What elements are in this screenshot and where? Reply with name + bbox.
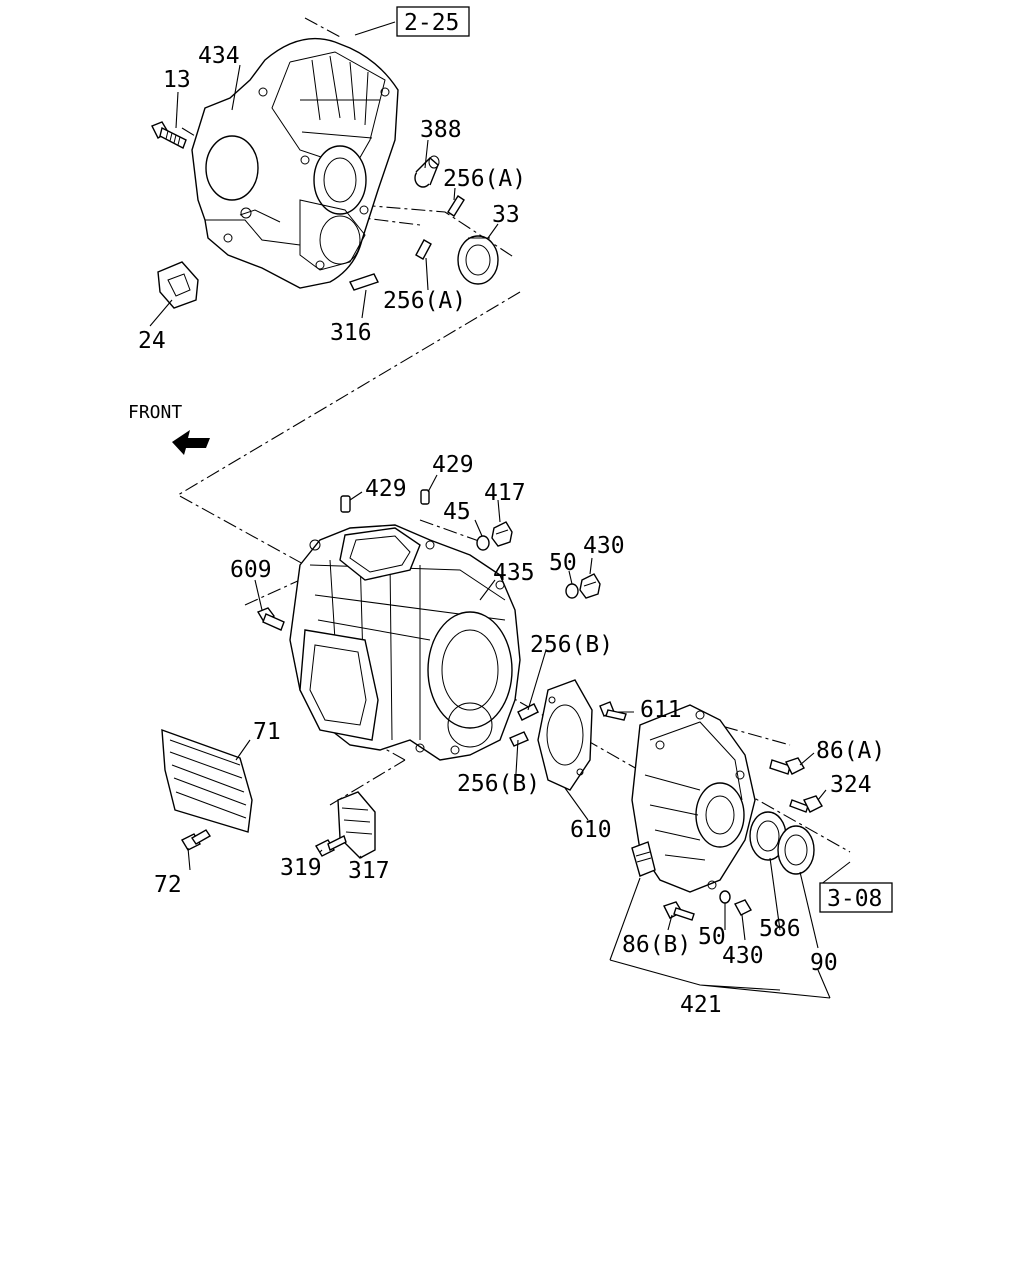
- oil-seal-33: [457, 235, 499, 285]
- oil-seal-90: [777, 825, 815, 875]
- cover-24: [157, 261, 199, 309]
- label-319: 319: [280, 855, 322, 881]
- label-417: 417: [484, 480, 526, 506]
- label-316: 316: [330, 320, 372, 346]
- bolt-86b: [663, 901, 695, 921]
- label-434: 434: [198, 43, 240, 69]
- reference-box-3-08[interactable]: 3-08: [819, 882, 893, 913]
- o-ring-45: [476, 535, 490, 551]
- transmission-case-435: [289, 524, 521, 761]
- label-430-top: 430: [583, 533, 625, 559]
- reference-box-2-25[interactable]: 2-25: [396, 6, 470, 37]
- dowel-pin-256a: [415, 195, 465, 260]
- bolt-319: [315, 835, 347, 857]
- reference-text-3-08: 3-08: [827, 886, 882, 912]
- side-cover-71: [161, 728, 253, 833]
- clutch-housing-434: [191, 37, 399, 289]
- bushing-388: [414, 155, 440, 188]
- label-421: 421: [680, 992, 722, 1018]
- label-45: 45: [443, 499, 471, 525]
- label-24: 24: [138, 328, 166, 354]
- label-430-bottom: 430: [722, 943, 764, 969]
- label-50-top: 50: [549, 550, 577, 576]
- bolt-324: [789, 795, 823, 813]
- label-586: 586: [759, 916, 801, 942]
- cover-317: [337, 791, 376, 859]
- label-33: 33: [492, 202, 520, 228]
- label-86a: 86(A): [816, 738, 885, 764]
- label-50-bottom: 50: [698, 924, 726, 950]
- bolt-72: [181, 829, 211, 851]
- front-direction-arrow: [172, 430, 210, 455]
- label-86b: 86(B): [622, 932, 691, 958]
- front-label: FRONT: [128, 402, 182, 423]
- label-317: 317: [348, 858, 390, 884]
- plate-316: [349, 273, 379, 291]
- label-256b-bottom: 256(B): [457, 771, 540, 797]
- o-ring-50: [565, 583, 579, 599]
- label-256a-bottom: 256(A): [383, 288, 466, 314]
- label-256b-top: 256(B): [530, 632, 613, 658]
- label-324: 324: [830, 772, 872, 798]
- bolt-86a: [769, 757, 805, 775]
- label-610: 610: [570, 817, 612, 843]
- bolt-13: [151, 121, 187, 149]
- label-13: 13: [163, 67, 191, 93]
- label-388: 388: [420, 117, 462, 143]
- reference-text-2-25: 2-25: [404, 10, 459, 36]
- dowel-pin-256b: [509, 703, 539, 747]
- label-611: 611: [640, 697, 682, 723]
- label-429-right: 429: [432, 452, 474, 478]
- screw-611: [599, 701, 627, 721]
- leader-lines: [149, 21, 851, 999]
- label-609: 609: [230, 557, 272, 583]
- bolt-609: [256, 607, 285, 631]
- plug-417: [491, 521, 513, 547]
- label-429-left: 429: [365, 476, 407, 502]
- plug-430: [579, 573, 601, 599]
- label-435: 435: [493, 560, 535, 586]
- label-72: 72: [154, 872, 182, 898]
- label-71: 71: [253, 719, 281, 745]
- dowel-pin-429: [340, 489, 430, 513]
- gasket-610: [537, 679, 593, 791]
- rear-cover-421: [631, 704, 756, 893]
- part-labels: FRONT 434 13 388 256(A) 33 256(A) 24 316…: [128, 43, 885, 1018]
- label-256a-top: 256(A): [443, 166, 526, 192]
- label-90: 90: [810, 950, 838, 976]
